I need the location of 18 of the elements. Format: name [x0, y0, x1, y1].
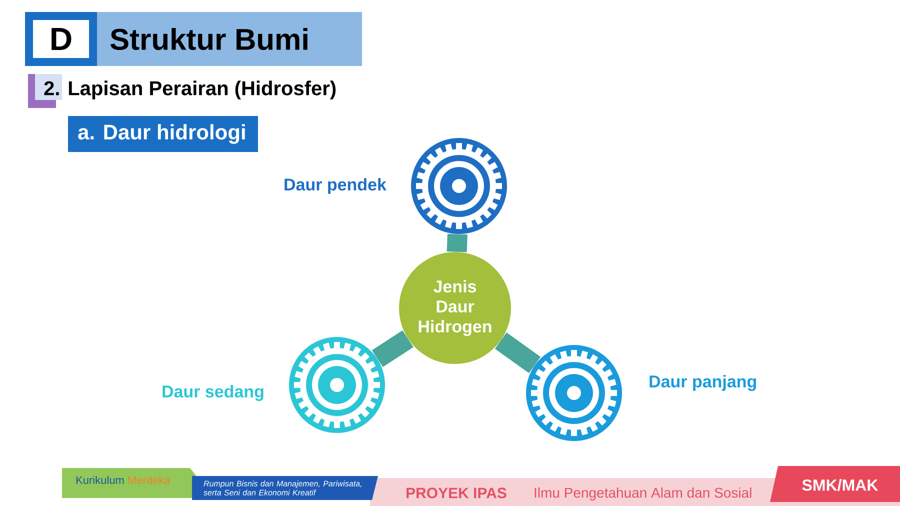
gear-label: Daur panjang — [650, 375, 756, 391]
subheading: 2. Lapisan Perairan (Hidrosfer) — [44, 80, 336, 100]
gear-icon — [411, 138, 507, 234]
program-tab: Rumpun Bisnis dan Manajemen, Pariwisata, serta Seni dan Ekonomi Kreatif — [192, 476, 378, 500]
gear-icon — [526, 345, 622, 441]
gear-label: Daur sedang — [162, 385, 264, 401]
gear-label: Daur pendek — [284, 178, 386, 194]
project-subtitle: Ilmu Pengetahuan Alam dan Sosial — [534, 487, 752, 500]
connector-band — [446, 234, 468, 252]
level-tab: SMK/MAK — [770, 466, 900, 502]
curriculum-tab: Kurikulum Merdeka — [62, 468, 198, 498]
gear-icon — [289, 337, 385, 433]
project-title: PROYEK IPAS — [406, 488, 506, 498]
title-banner: Struktur Bumi — [97, 12, 362, 66]
section-letter-box: D — [25, 12, 98, 66]
topic-box: a. Daur hidrologi — [68, 116, 258, 152]
connector-band — [494, 332, 541, 374]
connector-band — [372, 330, 414, 368]
